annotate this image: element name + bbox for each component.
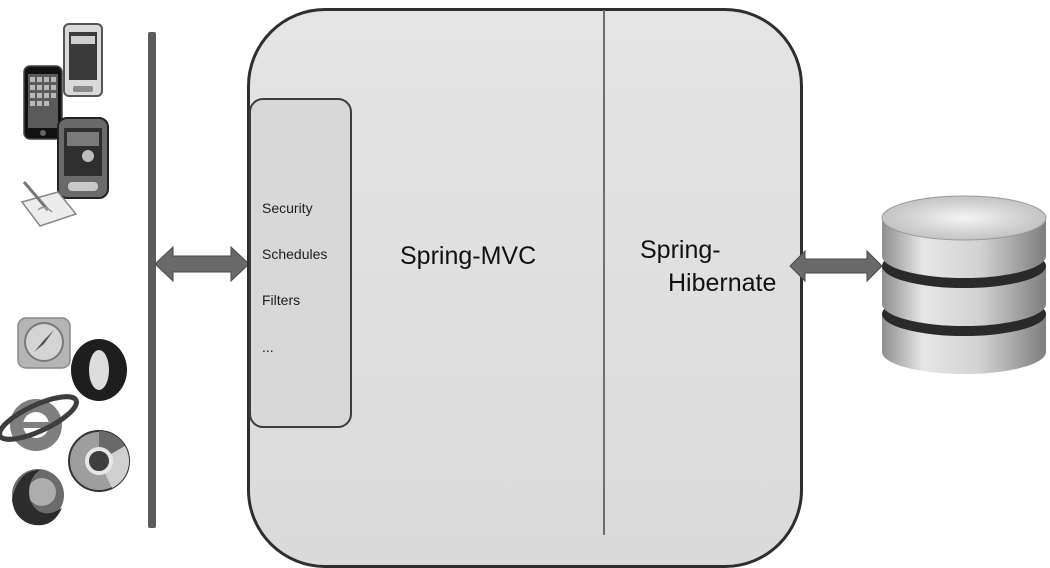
server-database-arrow <box>789 249 883 283</box>
database-icon <box>881 195 1047 374</box>
spring-hibernate-label-line2: Hibernate <box>668 269 777 297</box>
schedules-label: Schedules <box>262 246 328 262</box>
internet-explorer-icon <box>0 394 79 451</box>
spring-hibernate-label-line1: Spring- <box>640 236 721 264</box>
safari-icon <box>17 317 71 369</box>
filters-label: Filters <box>262 292 301 308</box>
opera-icon <box>71 339 127 401</box>
ellipsis-label: ... <box>262 339 274 355</box>
client-bus-line <box>148 32 156 528</box>
layer-divider <box>603 10 605 535</box>
security-label: Security <box>262 200 313 216</box>
filter-chain-box <box>249 98 352 428</box>
stylus-tablet-icon <box>20 181 78 227</box>
iphone-icon <box>23 65 63 140</box>
firefox-icon <box>12 469 64 526</box>
client-devices-group <box>0 23 130 526</box>
chrome-icon <box>68 430 130 492</box>
spring-mvc-label: Spring-MVC <box>400 242 537 270</box>
client-server-arrow <box>154 245 250 283</box>
smartphone-icon <box>63 23 103 97</box>
htc-phone-icon <box>57 117 109 199</box>
